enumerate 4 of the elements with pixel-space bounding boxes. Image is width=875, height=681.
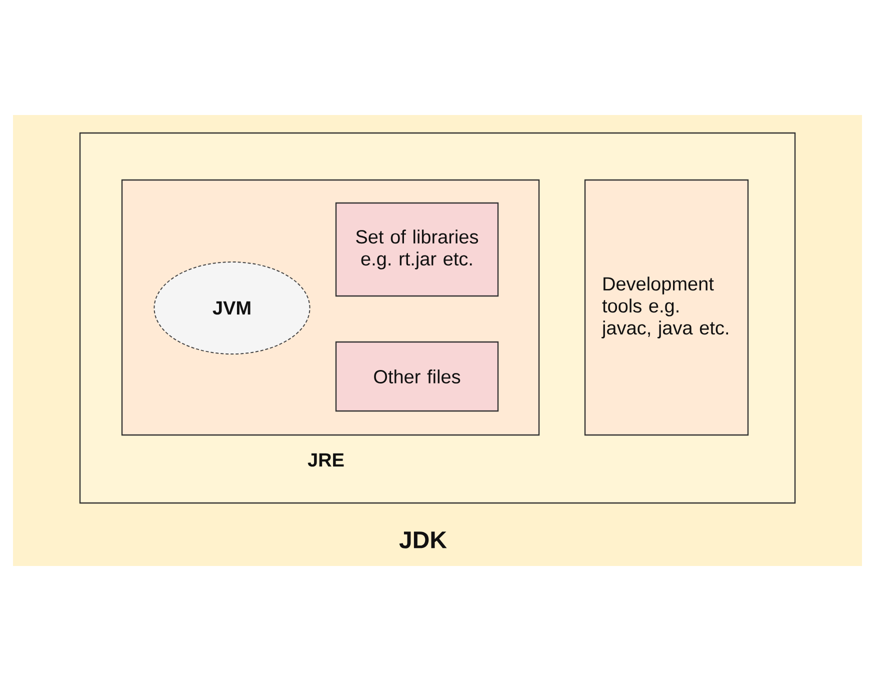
node-label: JRE: [308, 453, 344, 467]
component-box: Other files: [335, 341, 499, 412]
component-box: Set of libraries e.g. rt.jar etc.: [335, 202, 499, 297]
component-box: Development tools e.g. javac, java etc.: [584, 179, 749, 436]
